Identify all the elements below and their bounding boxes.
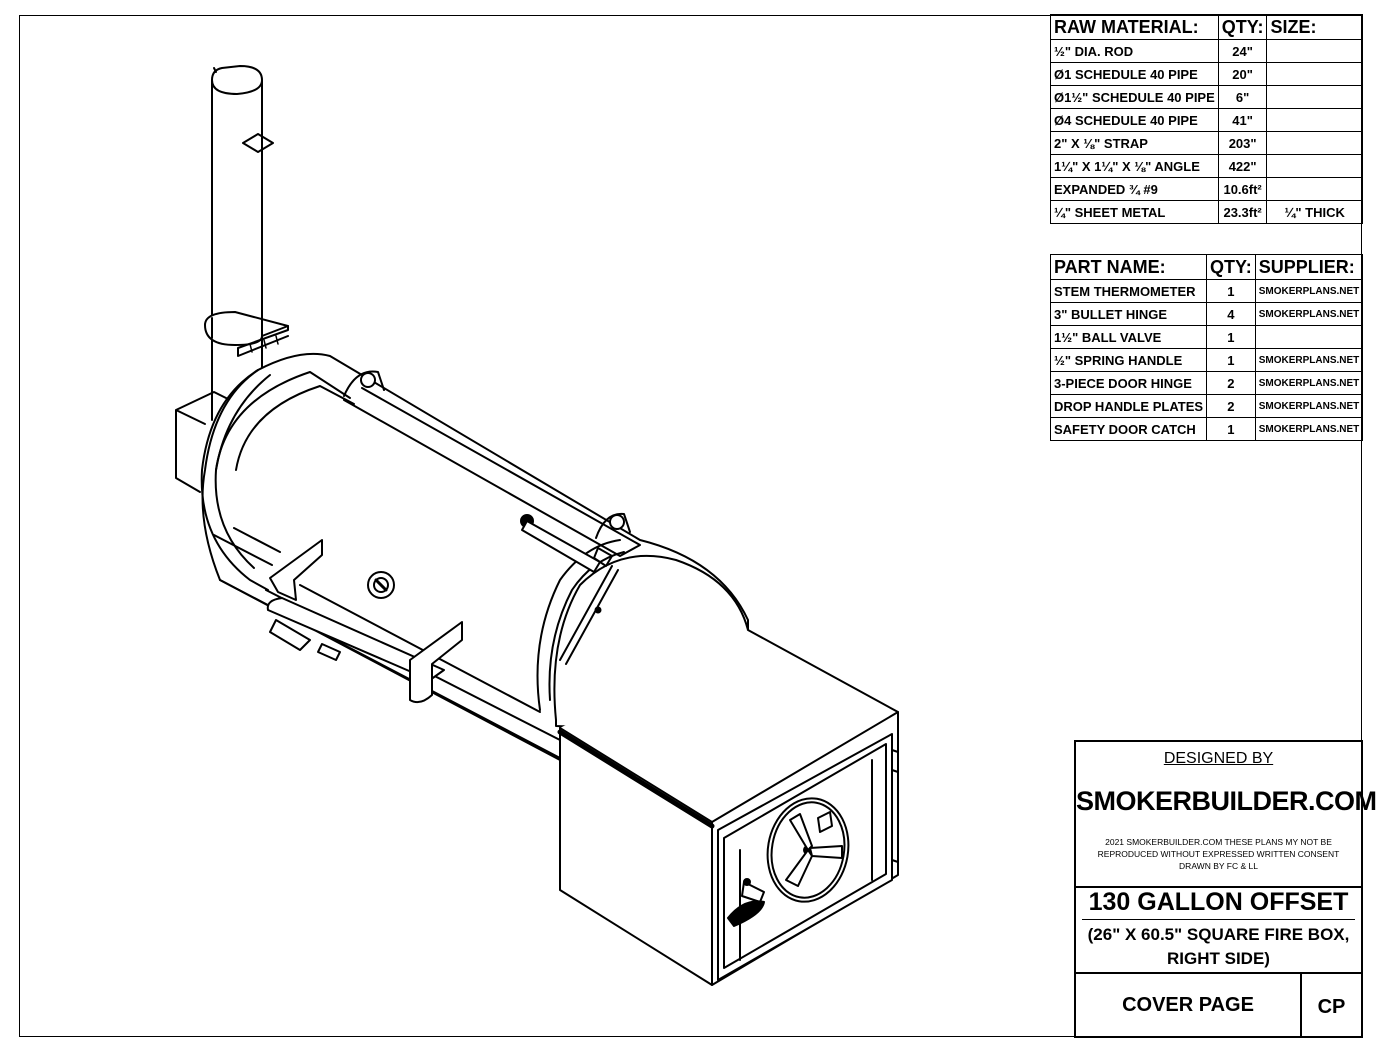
table-row: ¼" SHEET METAL 23.3ft² ¼" THICK — [1050, 200, 1363, 224]
material-qty: 41" — [1217, 108, 1268, 132]
material-size — [1266, 131, 1363, 155]
subtitle-line: (26" X 60.5" SQUARE FIRE BOX, — [1087, 925, 1350, 944]
material-qty: 6" — [1217, 85, 1268, 109]
part-supplier: SMOKERPLANS.NET — [1254, 279, 1364, 303]
material-size — [1266, 62, 1363, 86]
part-supplier: SMOKERPLANS.NET — [1254, 417, 1364, 441]
table-row: 3" BULLET HINGE 4 SMOKERPLANS.NET — [1049, 302, 1364, 326]
raw-material-header: RAW MATERIAL: — [1050, 14, 1219, 40]
table-row: 2" X ⅛" STRAP 203" — [1050, 131, 1363, 155]
material-size: ¼" THICK — [1266, 200, 1363, 224]
material-qty: 20" — [1217, 62, 1268, 86]
divider — [1076, 972, 1361, 974]
divider — [1076, 886, 1361, 888]
material-qty: 203" — [1217, 131, 1268, 155]
table-row: EXPANDED ¾ #9 10.6ft² — [1050, 177, 1363, 201]
material-qty: 422" — [1217, 154, 1268, 178]
table-row: ½" SPRING HANDLE 1 SMOKERPLANS.NET — [1049, 348, 1364, 372]
part-qty: 2 — [1206, 394, 1256, 418]
raw-material-table: RAW MATERIAL: QTY: SIZE: ½" DIA. ROD 24"… — [1050, 14, 1363, 224]
notice-line: 2021 SMOKERBUILDER.COM THESE PLANS MY NO… — [1105, 837, 1332, 847]
copyright-notice: 2021 SMOKERBUILDER.COM THESE PLANS MY NO… — [1096, 836, 1341, 872]
material-qty: 10.6ft² — [1217, 177, 1268, 201]
part-name: DROP HANDLE PLATES — [1049, 394, 1208, 418]
table-row: STEM THERMOMETER 1 SMOKERPLANS.NET — [1049, 279, 1364, 303]
smokestack — [204, 65, 289, 421]
drawing-title: 130 GALLON OFFSET — [1088, 888, 1349, 916]
material-size — [1266, 154, 1363, 178]
part-name: STEM THERMOMETER — [1049, 279, 1208, 303]
part-qty: 1 — [1206, 348, 1256, 372]
table-row: 1¼" X 1¼" X ⅛" ANGLE 422" — [1050, 154, 1363, 178]
part-name: 3-PIECE DOOR HINGE — [1049, 371, 1208, 395]
divider — [1300, 972, 1302, 1036]
material-name: EXPANDED ¾ #9 — [1050, 177, 1219, 201]
qty-header: QTY: — [1217, 14, 1268, 40]
drawn-by-line: DRAWN BY FC & LL — [1179, 861, 1258, 871]
smoker-isometric-drawing — [175, 65, 899, 986]
part-qty: 4 — [1206, 302, 1256, 326]
material-name: 1¼" X 1¼" X ⅛" ANGLE — [1050, 154, 1219, 178]
part-name: 3" BULLET HINGE — [1049, 302, 1208, 326]
material-name: Ø1 SCHEDULE 40 PIPE — [1050, 62, 1219, 86]
material-name: Ø4 SCHEDULE 40 PIPE — [1050, 108, 1219, 132]
table-row: Ø1½" SCHEDULE 40 PIPE 6" — [1050, 85, 1363, 109]
divider — [1082, 919, 1355, 920]
part-supplier: SMOKERPLANS.NET — [1254, 371, 1364, 395]
part-supplier: SMOKERPLANS.NET — [1254, 302, 1364, 326]
part-name: ½" SPRING HANDLE — [1049, 348, 1208, 372]
material-size — [1266, 108, 1363, 132]
material-name: 2" X ⅛" STRAP — [1050, 131, 1219, 155]
material-qty: 24" — [1217, 39, 1268, 63]
part-supplier — [1254, 325, 1364, 349]
sheet-name: COVER PAGE — [1122, 994, 1254, 1016]
table-row: 1½" BALL VALVE 1 — [1049, 325, 1364, 349]
material-qty: 23.3ft² — [1217, 200, 1268, 224]
subtitle-line: RIGHT SIDE) — [1167, 949, 1270, 968]
sheet-border — [19, 15, 1362, 1037]
qty-header: QTY: — [1206, 254, 1256, 280]
title-block: DESIGNED BY SMOKERBUILDER.COM 2021 SMOKE… — [1074, 740, 1377, 1038]
firebox — [557, 629, 899, 986]
table-row: SAFETY DOOR CATCH 1 SMOKERPLANS.NET — [1049, 417, 1364, 441]
supplier-header: SUPPLIER: — [1254, 254, 1364, 280]
parts-table: PART NAME: QTY: SUPPLIER: STEM THERMOMET… — [1049, 254, 1364, 441]
table-row: Ø1 SCHEDULE 40 PIPE 20" — [1050, 62, 1363, 86]
part-qty: 1 — [1206, 325, 1256, 349]
notice-line: REPRODUCED WITHOUT EXPRESSED WRITTEN CON… — [1097, 849, 1340, 859]
size-header: SIZE: — [1266, 14, 1363, 40]
door-handle — [266, 539, 463, 704]
sheet-number: CP — [1317, 996, 1346, 1018]
table-row: 3-PIECE DOOR HINGE 2 SMOKERPLANS.NET — [1049, 371, 1364, 395]
part-supplier: SMOKERPLANS.NET — [1254, 394, 1364, 418]
material-name: ½" DIA. ROD — [1050, 39, 1219, 63]
drawing-subtitle: (26" X 60.5" SQUARE FIRE BOX, RIGHT SIDE… — [1076, 923, 1361, 971]
parts-header-row: PART NAME: QTY: SUPPLIER: — [1049, 254, 1364, 280]
part-supplier: SMOKERPLANS.NET — [1254, 348, 1364, 372]
part-name: SAFETY DOOR CATCH — [1049, 417, 1208, 441]
material-name: ¼" SHEET METAL — [1050, 200, 1219, 224]
part-qty: 2 — [1206, 371, 1256, 395]
rear-base-box — [175, 391, 231, 493]
designed-by-label: DESIGNED BY — [1163, 750, 1274, 767]
material-size — [1266, 177, 1363, 201]
part-qty: 1 — [1206, 417, 1256, 441]
raw-material-header-row: RAW MATERIAL: QTY: SIZE: — [1050, 14, 1363, 40]
table-row: DROP HANDLE PLATES 2 SMOKERPLANS.NET — [1049, 394, 1364, 418]
company-name: SMOKERBUILDER.COM — [1076, 786, 1377, 816]
table-row: Ø4 SCHEDULE 40 PIPE 41" — [1050, 108, 1363, 132]
part-qty: 1 — [1206, 279, 1256, 303]
table-row: ½" DIA. ROD 24" — [1050, 39, 1363, 63]
material-size — [1266, 39, 1363, 63]
tank-fittings — [343, 370, 631, 665]
material-size — [1266, 85, 1363, 109]
part-name-header: PART NAME: — [1049, 254, 1208, 280]
material-name: Ø1½" SCHEDULE 40 PIPE — [1050, 85, 1219, 109]
part-name: 1½" BALL VALVE — [1049, 325, 1208, 349]
